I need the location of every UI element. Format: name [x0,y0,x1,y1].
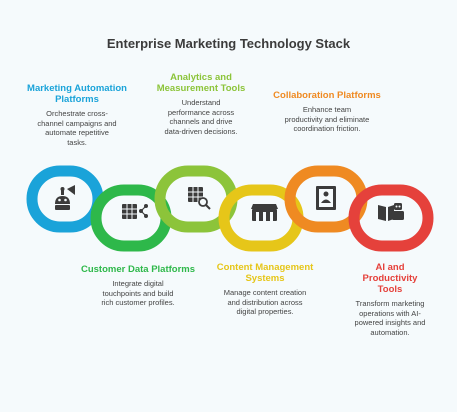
item-description: Orchestrate cross-channel campaigns and … [37,109,117,147]
storefront-icon [251,204,278,221]
item-ai-productivity: AI and Productivity Tools Transform mark… [340,262,440,337]
item-heading: AI and Productivity Tools [362,262,418,295]
item-heading: Marketing Automation Platforms [27,83,127,105]
book-robot-icon [378,203,404,221]
item-content-management: Content Management Systems Manage conten… [200,262,330,317]
item-description: Enhance team productivity and eliminate … [284,105,370,133]
item-marketing-automation: Marketing Automation Platforms Orchestra… [18,83,136,147]
item-collaboration: Collaboration Platforms Enhance team pro… [262,90,392,134]
item-description: Manage content creation and distribution… [223,288,307,316]
diagram-title: Enterprise Marketing Technology Stack [106,36,351,51]
data-share-icon [122,204,148,219]
robot-megaphone-icon [55,185,75,210]
item-description: Understand performance across channels a… [164,98,238,136]
item-heading: Analytics and Measurement Tools [156,72,246,94]
item-heading: Collaboration Platforms [273,90,381,101]
spreadsheet-search-icon [188,187,211,210]
item-description: Transform marketing operations with AI-p… [354,299,426,337]
item-heading: Customer Data Platforms [80,264,196,275]
item-analytics: Analytics and Measurement Tools Understa… [146,72,256,136]
contact-book-icon [316,186,336,210]
link-ai-productivity [348,184,434,252]
item-heading: Content Management Systems [216,262,314,284]
item-customer-data: Customer Data Platforms Integrate digita… [72,264,204,308]
item-description: Integrate digital touchpoints and build … [101,279,175,307]
link-marketing-automation [26,165,104,233]
